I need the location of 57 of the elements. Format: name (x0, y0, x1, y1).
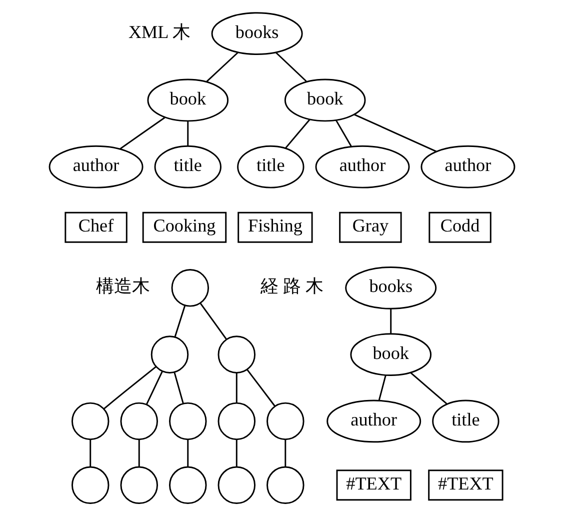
node-circle (71, 466, 110, 504)
node-box: Cooking (142, 212, 227, 243)
connector (200, 302, 227, 340)
node-circle (71, 402, 110, 440)
node-box: #TEXT (336, 470, 412, 501)
connector (138, 440, 140, 467)
node-ellipse: title (432, 400, 500, 443)
connector (378, 375, 386, 400)
connector (146, 370, 163, 404)
node-circle (266, 402, 304, 440)
node-box: Gray (339, 212, 402, 243)
node-ellipse: books (211, 12, 303, 56)
node-box: #TEXT (428, 470, 504, 501)
connector (284, 440, 286, 467)
connector (285, 119, 310, 149)
connector (187, 121, 189, 146)
node-ellipse: author (48, 145, 144, 188)
node-circle (120, 402, 158, 440)
node-circle (218, 402, 256, 440)
label: 経 路 木 (260, 276, 324, 296)
connector (90, 440, 92, 467)
connector (120, 116, 166, 150)
node-circle (218, 466, 256, 504)
node-box: Codd (428, 212, 492, 243)
node-circle (218, 336, 256, 374)
node-circle (171, 269, 210, 307)
connector (236, 440, 238, 467)
connector (335, 120, 352, 147)
connector (246, 369, 276, 407)
connector (410, 372, 448, 404)
connector (187, 440, 189, 467)
node-ellipse: book (350, 333, 432, 376)
node-circle (266, 466, 304, 504)
connector (103, 366, 156, 410)
node-ellipse: books (345, 266, 437, 310)
node-circle (150, 336, 189, 374)
node-circle (169, 402, 207, 440)
connector (174, 305, 186, 338)
connector (276, 52, 307, 82)
node-ellipse: title (154, 145, 222, 188)
node-ellipse: title (237, 145, 304, 188)
node-ellipse: author (315, 145, 410, 188)
connector (174, 372, 184, 404)
label: XML 木 (128, 22, 191, 42)
node-ellipse: author (420, 145, 516, 188)
label: 構造木 (96, 276, 150, 296)
node-ellipse: book (147, 78, 229, 122)
node-box: Chef (64, 212, 128, 243)
node-ellipse: author (326, 400, 422, 443)
node-ellipse: book (284, 78, 366, 122)
connector (206, 52, 238, 82)
node-box: Fishing (238, 212, 313, 243)
connector (236, 372, 238, 403)
connector (354, 114, 437, 152)
connector (390, 309, 392, 334)
node-circle (120, 466, 158, 504)
node-circle (169, 466, 207, 504)
